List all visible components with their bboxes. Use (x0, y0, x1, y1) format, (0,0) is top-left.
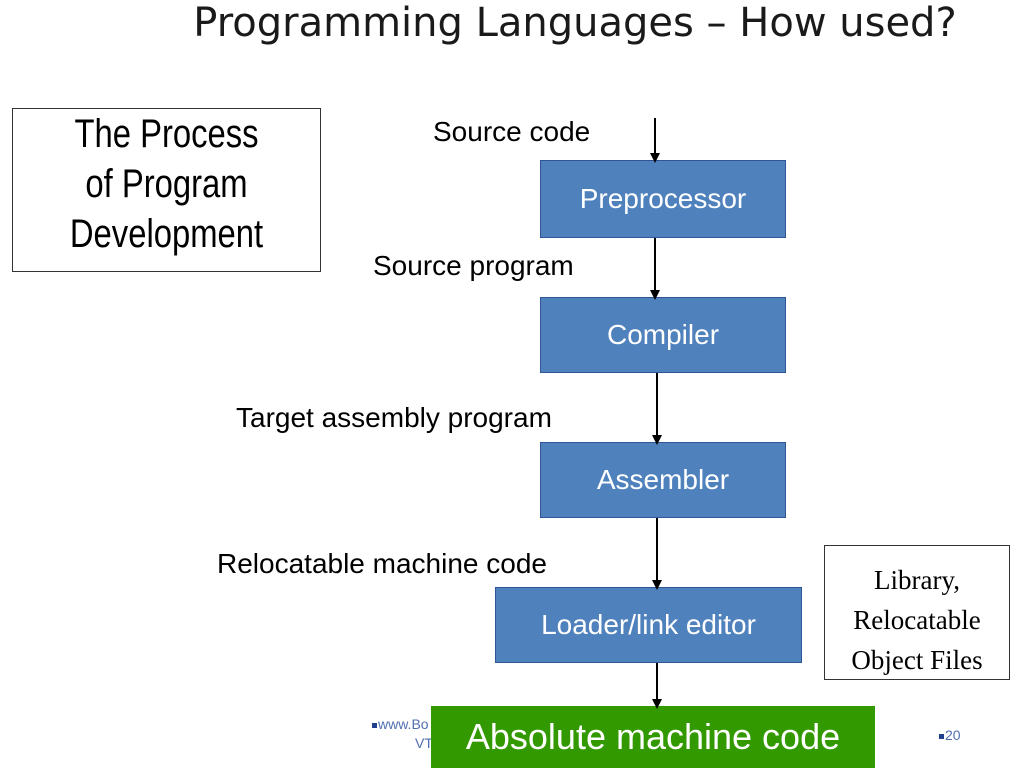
process-box: The Process of Program Development (12, 108, 321, 272)
page-number: 20 (945, 727, 961, 743)
footer-left: www.Bo (372, 716, 429, 732)
process-line-1: The Process (74, 112, 259, 156)
footer-left-line-1: www.Bo (378, 716, 429, 732)
output-box: Absolute machine code (431, 706, 875, 768)
assembler-box: Assembler (540, 442, 786, 518)
library-line-3: Object Files (851, 645, 983, 675)
label-target-assembly: Target assembly program (236, 402, 552, 433)
library-line-2: Relocatable (853, 605, 981, 635)
footer-page: 20 (939, 727, 961, 743)
preprocessor-box: Preprocessor (540, 160, 786, 238)
footer-left-line-2: VT (415, 735, 433, 751)
process-line-3: Development (69, 212, 264, 256)
label-source-program: Source program (373, 250, 574, 281)
process-line-2: of Program (85, 162, 248, 206)
slide-title: Programming Languages – How used? (193, 0, 957, 46)
bullet-icon (372, 722, 377, 728)
library-box: Library, Relocatable Object Files (824, 545, 1010, 680)
bullet-icon (939, 733, 944, 739)
compiler-box: Compiler (540, 297, 786, 373)
label-relocatable: Relocatable machine code (217, 548, 547, 579)
loader-box: Loader/link editor (495, 587, 802, 663)
library-line-1: Library, (874, 565, 960, 595)
label-source-code: Source code (433, 116, 591, 147)
